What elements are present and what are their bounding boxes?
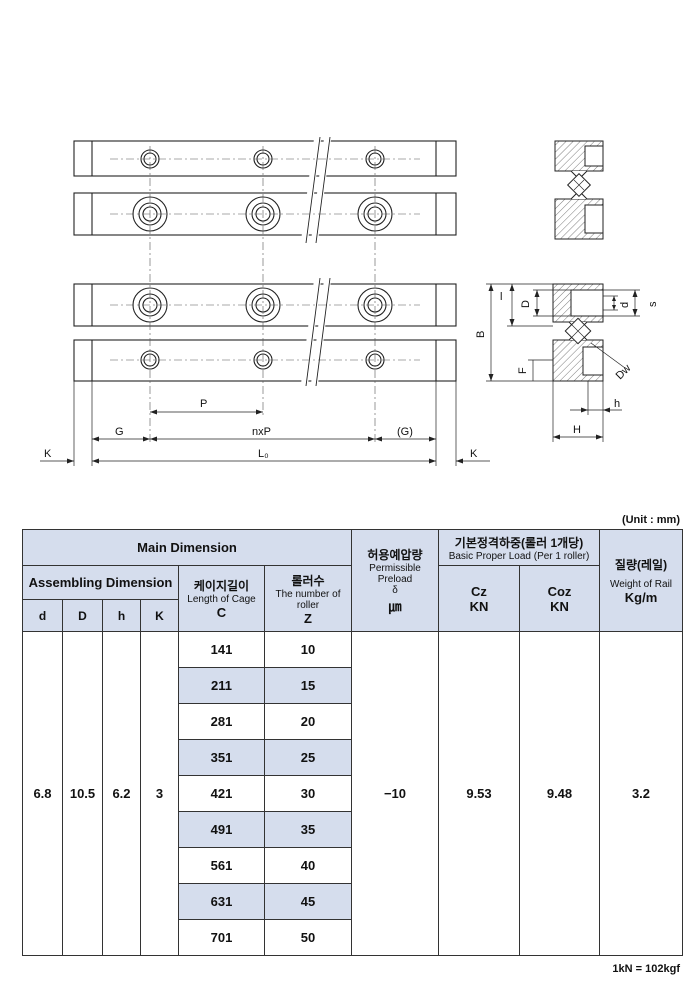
preload-header: 허용예압량 Permissible Preload δ ㎛: [351, 529, 439, 632]
cell-coz: 9.48: [519, 631, 600, 956]
preload-kr: 허용예압량: [367, 548, 423, 562]
cross-section-top: [554, 140, 604, 240]
cz-unit: KN: [469, 598, 489, 614]
col-D-header: D: [62, 599, 103, 632]
col-d-header: d: [22, 599, 63, 632]
technical-drawing: P G nxP (G) K K L₀: [40, 136, 659, 466]
dim-label-K-left: K: [44, 448, 52, 460]
cell-cage-length: 491: [178, 811, 265, 848]
spec-table: Main Dimension 허용예압량 Permissible Preload…: [22, 529, 683, 956]
cage-length-kr: 케이지길이: [193, 579, 250, 593]
col-K-header: K: [140, 599, 179, 632]
rollers-en: The number of roller: [275, 588, 341, 611]
dim-label-d: d: [619, 302, 631, 308]
weight-en: Weight of Rail: [609, 579, 673, 590]
cz-header: Cz KN: [438, 565, 520, 632]
weight-kr: 질량(레일): [614, 558, 668, 572]
cz-label: Cz: [471, 583, 487, 599]
cell-cage-length: 421: [178, 775, 265, 812]
cell-roller-count: 10: [264, 631, 352, 668]
cell-cage-length: 351: [178, 739, 265, 776]
cell-roller-count: 50: [264, 919, 352, 956]
cell-preload: −10: [351, 631, 439, 956]
cell-d: 6.8: [22, 631, 63, 956]
dim-label-L0: L₀: [258, 448, 269, 460]
cell-h: 6.2: [102, 631, 141, 956]
cell-roller-count: 35: [264, 811, 352, 848]
coz-header: Coz KN: [519, 565, 600, 632]
rollers-kr: 롤러수: [291, 573, 325, 588]
dim-label-G-paren: (G): [397, 426, 413, 438]
cell-K: 3: [140, 631, 179, 956]
dim-label-G: G: [115, 426, 124, 438]
preload-symbol: δ: [392, 585, 398, 596]
dim-label-K-right: K: [470, 448, 478, 460]
coz-label: Coz: [547, 583, 572, 599]
load-en: Basic Proper Load (Per 1 roller): [448, 550, 590, 562]
cell-roller-count: 45: [264, 883, 352, 920]
dim-label-Dw: Dw: [614, 362, 634, 382]
cell-roller-count: 20: [264, 703, 352, 740]
cell-cz: 9.53: [438, 631, 520, 956]
dim-label-nxP: nxP: [252, 426, 271, 438]
weight-unit: Kg/m: [624, 590, 658, 605]
cell-cage-length: 701: [178, 919, 265, 956]
cell-roller-count: 25: [264, 739, 352, 776]
dim-label-h: h: [614, 398, 620, 410]
cell-D: 10.5: [62, 631, 103, 956]
dim-label-D: D: [520, 300, 532, 308]
weight-header: 질량(레일) Weight of Rail Kg/m: [599, 529, 683, 632]
dim-label-l: l: [500, 291, 502, 303]
preload-en: Permissible Preload: [369, 563, 421, 585]
load-header: 기본정격하중(롤러 1개당) Basic Proper Load (Per 1 …: [438, 529, 600, 566]
dim-label-F: F: [517, 367, 529, 374]
unit-note: (Unit : mm): [621, 514, 680, 526]
rollers-symbol: Z: [304, 610, 312, 626]
dim-label-s: s: [647, 301, 659, 307]
cell-cage-length: 281: [178, 703, 265, 740]
preload-unit: ㎛: [388, 599, 402, 614]
cell-roller-count: 15: [264, 667, 352, 704]
col-h-header: h: [102, 599, 141, 632]
cell-roller-count: 30: [264, 775, 352, 812]
cell-roller-count: 40: [264, 847, 352, 884]
load-kr: 기본정격하중(롤러 1개당): [454, 535, 584, 550]
dim-label-B: B: [475, 331, 487, 338]
rollers-header: 롤러수 The number of roller Z: [264, 565, 352, 632]
cage-length-en: Length of Cage: [187, 594, 256, 605]
cage-length-header: 케이지길이 Length of Cage C: [178, 565, 265, 632]
main-dimension-header: Main Dimension: [22, 529, 352, 566]
cell-cage-length: 631: [178, 883, 265, 920]
coz-unit: KN: [550, 598, 569, 614]
cage-length-symbol: C: [216, 605, 227, 620]
cell-cage-length: 211: [178, 667, 265, 704]
cell-weight: 3.2: [599, 631, 683, 956]
dim-label-P: P: [200, 398, 207, 410]
assembling-dimension-header: Assembling Dimension: [22, 565, 179, 600]
cell-cage-length: 141: [178, 631, 265, 668]
cell-cage-length: 561: [178, 847, 265, 884]
dim-label-H: H: [573, 424, 581, 436]
unit-conversion-note: 1kN = 102kgf: [612, 963, 680, 975]
cross-section-detail: [552, 283, 604, 382]
rail-top-upper: [73, 140, 457, 177]
rail-bottom-lower: [73, 339, 457, 382]
